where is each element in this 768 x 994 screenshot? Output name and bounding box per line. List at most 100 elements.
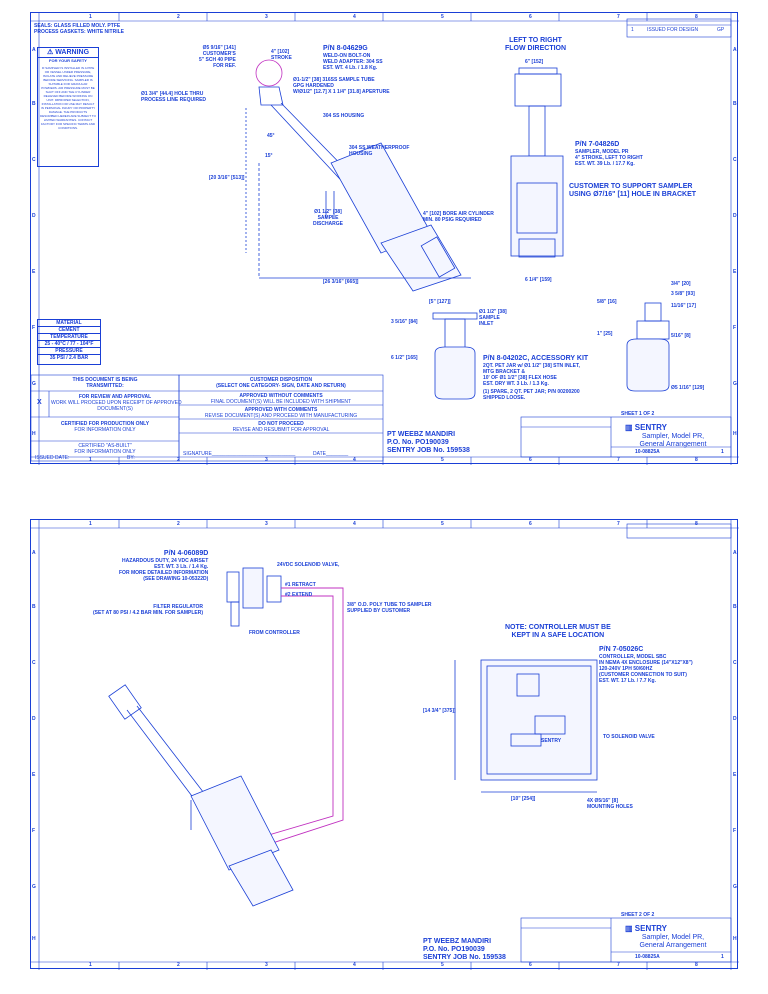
- jar-dim-1: 1" [25]: [597, 331, 613, 337]
- temperature-value: 25 - 40°C / 77 - 104°F: [38, 341, 100, 348]
- s2-sentry-logo: ▥ SENTRY: [625, 924, 667, 933]
- warning-title: ⚠ WARNING: [38, 48, 98, 58]
- s2-col-label-2: 2: [177, 521, 180, 527]
- row-label-c: C: [32, 157, 36, 163]
- pressure-value: 35 PSI / 2.4 BAR: [49, 355, 89, 361]
- signature-field[interactable]: SIGNATURE______________________________: [183, 451, 296, 457]
- row-label-d-right: D: [733, 213, 737, 219]
- jar-width-dimension: [5" [127]]: [429, 299, 451, 305]
- row-label-c-right: C: [733, 157, 737, 163]
- s2-row-label-e: E: [32, 772, 36, 778]
- s2-row-label-e-right: E: [733, 772, 737, 778]
- drawing-number: 10-08825A: [635, 449, 660, 455]
- housing-callout: 304 SS HOUSING: [323, 113, 365, 119]
- angle-45-label: 45°: [267, 133, 275, 139]
- temperature-label: TEMPERATURE: [38, 334, 100, 341]
- issued-by-label: BY:: [127, 455, 135, 461]
- s2-col-label-5-bottom: 5: [441, 962, 444, 968]
- sentry-logo: ▥ SENTRY: [625, 423, 667, 432]
- revision-number: 1: [631, 27, 634, 33]
- row-label-b: B: [32, 101, 36, 107]
- row-label-d: D: [32, 213, 36, 219]
- s2-row-label-g-right: G: [733, 884, 737, 890]
- col-label-1-bottom: 1: [89, 457, 92, 463]
- controller-nameplate: SENTRY: [541, 738, 562, 744]
- col-label-4: 4: [353, 14, 356, 20]
- col-label-5-bottom: 5: [441, 457, 444, 463]
- s2-row-label-c: C: [32, 660, 36, 666]
- row-label-g: G: [32, 381, 36, 387]
- s2-row-label-d-right: D: [733, 716, 737, 722]
- s2-row-label-h: H: [32, 936, 36, 942]
- from-controller-label: FROM CONTROLLER: [249, 630, 300, 636]
- jar-dim-1116: 11/16" [17]: [671, 303, 696, 309]
- retract-port-label: #1 RETRACT: [285, 582, 316, 588]
- s2-drawing-revision: 1: [721, 954, 724, 960]
- warning-subtitle: FOR YOUR SAFETY: [49, 58, 87, 63]
- filter-callout: FILTER REGULATOR(SET AT 80 PSI / 4.2 BAR…: [93, 604, 204, 616]
- row-label-f: F: [32, 325, 36, 331]
- warning-box: ⚠ WARNING FOR YOUR SAFETY IF SAMPLER IS …: [37, 47, 99, 167]
- col-label-5: 5: [441, 14, 444, 20]
- date-field[interactable]: DATE________: [313, 451, 349, 457]
- bottom-width-dimension: 6 1/4" [159]: [525, 277, 552, 283]
- row-label-e-right: E: [733, 269, 737, 275]
- s2-col-label-3: 3: [265, 521, 268, 527]
- material-title: MATERIAL: [38, 320, 100, 327]
- mounting-holes-callout: 4X Ø5/16" [8]MOUNTING HOLES: [587, 798, 633, 810]
- warning-body: IF SAMPLER IS INSTALLED IN A PIPE OR VES…: [40, 66, 96, 130]
- s2-row-label-a: A: [32, 550, 36, 556]
- top-width-dimension: 6" [152]: [525, 59, 544, 65]
- col-label-7-bottom: 7: [617, 457, 620, 463]
- s2-col-label-1: 1: [89, 521, 92, 527]
- material-value: CEMENT: [38, 327, 100, 334]
- s2-row-label-c-right: C: [733, 660, 737, 666]
- drawing-title: Sampler, Model PR,General Arrangement: [639, 433, 707, 448]
- s2-col-label-4-bottom: 4: [353, 962, 356, 968]
- col-label-4-bottom: 4: [353, 457, 356, 463]
- transmit-mark[interactable]: X: [37, 399, 42, 406]
- stroke-callout: 4" [102]STROKE: [271, 49, 292, 61]
- s2-row-label-d: D: [32, 716, 36, 722]
- revision-by: GP: [717, 27, 725, 33]
- jar-dim-516: 5/16" [8]: [671, 333, 691, 339]
- col-label-3: 3: [265, 14, 268, 20]
- sheet-2-linework: [31, 520, 739, 970]
- s2-col-label-3-bottom: 3: [265, 962, 268, 968]
- s2-row-label-a-right: A: [733, 550, 737, 556]
- s2-col-label-5: 5: [441, 521, 444, 527]
- s2-drawing-number: 10-08825A: [635, 954, 660, 960]
- s2-row-label-g: G: [32, 884, 36, 890]
- jar-dim-34: 3/4" [20]: [671, 281, 691, 287]
- s2-row-label-b: B: [32, 604, 36, 610]
- solenoid-callout: 24VDC SOLENOID VALVE,: [277, 562, 340, 568]
- width-dimension: [26 3/16" [665]]: [323, 279, 359, 285]
- controller-height-dimension: [14 3/4" [375]]: [423, 708, 456, 714]
- col-label-8-bottom: 8: [695, 457, 698, 463]
- row-label-f-right: F: [733, 325, 737, 331]
- extend-port-label: #2 EXTEND: [285, 592, 313, 598]
- drawing-sheet-2: 1 2 3 4 5 6 7 8 1 2 3 4 5 6 7 8 A B C D …: [30, 519, 739, 970]
- asbuilt-option[interactable]: CERTIFIED "AS-BUILT"FOR INFORMATION ONLY: [74, 443, 136, 455]
- revision-description: ISSUED FOR DESIGN: [647, 27, 699, 33]
- col-label-2-bottom: 2: [177, 457, 180, 463]
- row-label-e: E: [32, 269, 36, 275]
